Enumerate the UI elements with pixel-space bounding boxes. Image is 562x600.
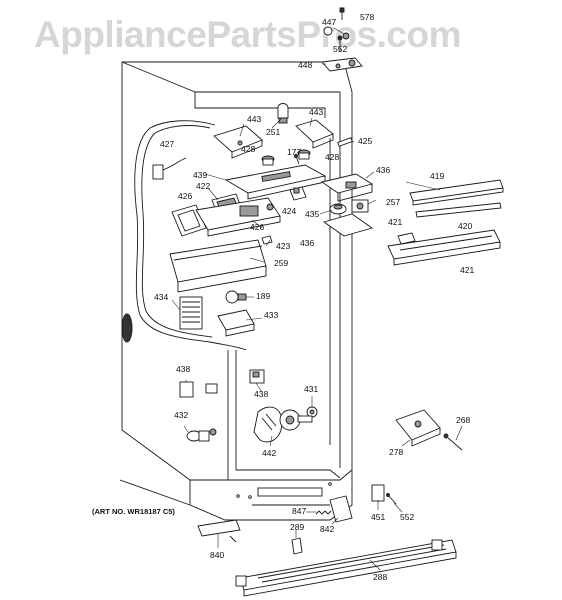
part-847-spring <box>315 510 332 515</box>
part-268-screw <box>443 433 463 451</box>
part-443-left-bracket <box>213 125 263 159</box>
part-436-cover <box>322 213 374 237</box>
part-177-screw <box>294 154 300 165</box>
part-438-switch-left <box>179 381 218 398</box>
callout-422: 422 <box>196 181 210 191</box>
part-433-bracket <box>217 309 255 337</box>
callout-578: 578 <box>360 12 374 22</box>
callout-434: 434 <box>154 292 168 302</box>
callout-552-bottom: 552 <box>400 512 414 522</box>
leader-lines <box>171 27 463 571</box>
callout-443-right: 443 <box>309 107 323 117</box>
callout-419: 419 <box>430 171 444 181</box>
callout-421-trim: 421 <box>460 265 474 275</box>
callout-251: 251 <box>266 127 280 137</box>
part-438-switch-center <box>249 369 265 384</box>
callout-426-left: 426 <box>178 191 192 201</box>
part-435-knob <box>329 203 347 215</box>
callout-268: 268 <box>456 415 470 425</box>
part-552-screw-bottom <box>386 493 397 505</box>
part-428-knob-right <box>297 149 311 160</box>
callout-289: 289 <box>290 522 304 532</box>
part-421-trim-bottom <box>387 229 501 266</box>
callout-432: 432 <box>174 410 188 420</box>
part-423-clip <box>261 235 273 245</box>
insulation-outline <box>121 120 247 351</box>
part-436-thermostat <box>320 173 374 202</box>
part-420-strip <box>415 202 502 218</box>
part-432-socket <box>186 428 217 442</box>
callout-436-top: 436 <box>376 165 390 175</box>
part-424-switch <box>289 186 307 201</box>
callout-439: 439 <box>193 170 207 180</box>
callout-425: 425 <box>358 136 372 146</box>
part-443-right-bracket <box>295 119 334 149</box>
callout-552-top: 552 <box>333 44 347 54</box>
part-288-toe-grille <box>235 539 457 597</box>
callout-177: 177 <box>287 147 301 157</box>
callout-438-left: 438 <box>176 364 190 374</box>
part-448-top-hinge <box>321 57 363 72</box>
callout-278: 278 <box>389 447 403 457</box>
callout-436-bottom: 436 <box>300 238 314 248</box>
part-427-connector <box>152 157 187 180</box>
callout-842: 842 <box>320 524 334 534</box>
callout-451: 451 <box>371 512 385 522</box>
part-421-clip <box>397 232 416 245</box>
callout-443-left: 443 <box>247 114 261 124</box>
art-number: (ART NO. WR18187 C5) <box>92 507 175 516</box>
part-552-screw-top <box>337 35 343 52</box>
callout-427: 427 <box>160 139 174 149</box>
part-257-damper <box>351 199 369 213</box>
callout-840: 840 <box>210 550 224 560</box>
part-428-knob-left <box>261 155 275 166</box>
callout-435: 435 <box>305 209 319 219</box>
callout-257: 257 <box>386 197 400 207</box>
part-431-fan-blade <box>306 406 318 418</box>
callout-447: 447 <box>322 17 336 27</box>
callout-288: 288 <box>373 572 387 582</box>
part-434-grille <box>179 296 203 330</box>
part-259-air-duct <box>169 239 267 293</box>
part-840-bracket <box>197 519 241 543</box>
part-426-light-housing <box>195 197 281 237</box>
callout-421-clip: 421 <box>388 217 402 227</box>
part-251-bulb <box>277 103 289 124</box>
callout-442: 442 <box>262 448 276 458</box>
callout-259: 259 <box>274 258 288 268</box>
part-425-pin <box>337 137 353 147</box>
part-278-hinge <box>395 409 441 447</box>
callout-431: 431 <box>304 384 318 394</box>
callout-428-left: 428 <box>241 144 255 154</box>
part-289-clip <box>291 537 303 555</box>
callout-426-right: 426 <box>250 222 264 232</box>
part-842-bracket <box>329 495 353 523</box>
callout-433: 433 <box>264 310 278 320</box>
callout-428-right: 428 <box>325 152 339 162</box>
part-578-screw <box>339 7 345 20</box>
callout-labels: 578 447 552 448 443 443 251 425 427 428 … <box>154 12 474 582</box>
callout-189: 189 <box>256 291 270 301</box>
callout-847: 847 <box>292 506 306 516</box>
part-442-fan-motor <box>253 406 313 443</box>
callout-420: 420 <box>458 221 472 231</box>
callout-424: 424 <box>282 206 296 216</box>
part-451-clip <box>371 484 385 502</box>
part-419-trim-top <box>409 179 504 206</box>
part-439-control-housing <box>224 164 327 200</box>
part-189-fitting <box>225 290 247 304</box>
callout-448: 448 <box>298 60 312 70</box>
callout-438-center: 438 <box>254 389 268 399</box>
part-447-hinge-pin <box>323 26 350 40</box>
callout-423: 423 <box>276 241 290 251</box>
